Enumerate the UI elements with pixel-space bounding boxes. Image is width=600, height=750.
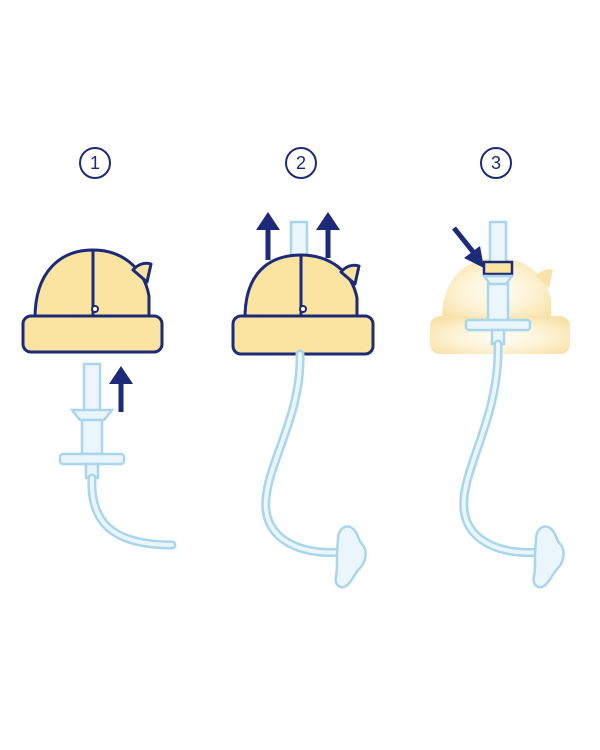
cap-band <box>21 314 164 354</box>
cap-dome <box>243 253 361 320</box>
step-3-panel <box>430 220 570 589</box>
step-2-panel <box>231 212 375 589</box>
weighted-tube <box>261 349 367 589</box>
diagonal-arrow-icon <box>452 226 484 268</box>
up-arrow-icon <box>256 212 280 260</box>
step-3-badge: 3 <box>480 147 512 179</box>
step-2-badge: 2 <box>285 147 317 179</box>
cap-band <box>231 314 375 356</box>
up-arrow-icon <box>109 366 133 412</box>
step-1-panel <box>21 248 177 550</box>
step-1-badge: 1 <box>79 147 111 179</box>
weighted-tube <box>459 339 565 589</box>
straw-part <box>464 220 532 346</box>
up-arrow-icon <box>316 212 340 258</box>
cap-dome <box>33 248 153 320</box>
straw-part <box>58 362 177 550</box>
